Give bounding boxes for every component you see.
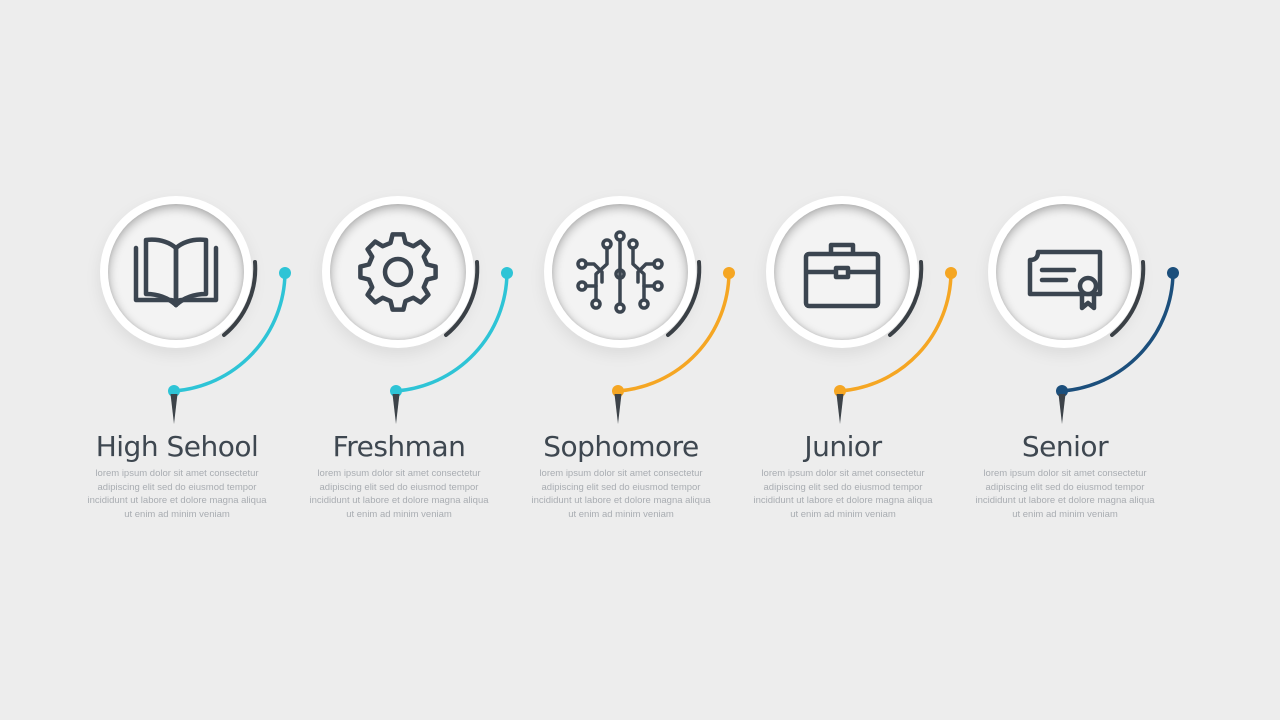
circuit-icon bbox=[576, 230, 664, 314]
dark-arc bbox=[222, 260, 258, 337]
timeline-step-senior: Senior lorem ipsum dolor sit amet consec… bbox=[975, 0, 1202, 720]
step-connector bbox=[834, 260, 957, 424]
step-description: lorem ipsum dolor sit amet consectetur a… bbox=[531, 468, 711, 520]
step-title: Junior bbox=[804, 430, 882, 463]
step-title: High Sehool bbox=[95, 430, 259, 463]
book-icon bbox=[133, 237, 219, 308]
step-description: lorem ipsum dolor sit amet consectetur a… bbox=[753, 468, 933, 520]
step-connector bbox=[168, 260, 291, 424]
icon-disc bbox=[766, 196, 918, 348]
pointer-pin bbox=[836, 394, 844, 424]
icon-disc bbox=[988, 196, 1140, 348]
accent-arc bbox=[616, 271, 731, 393]
briefcase-icon bbox=[803, 242, 881, 309]
timeline-step-freshman: Freshman lorem ipsum dolor sit amet cons… bbox=[309, 0, 536, 720]
arc-end-dot bbox=[279, 267, 291, 279]
step-connector bbox=[612, 260, 735, 424]
dark-arc bbox=[666, 260, 702, 337]
icon-disc bbox=[544, 196, 696, 348]
icon-disc bbox=[322, 196, 474, 348]
step-description: lorem ipsum dolor sit amet consectetur a… bbox=[87, 468, 267, 520]
icon-disc bbox=[100, 196, 252, 348]
step-title: Sophomore bbox=[543, 430, 699, 463]
step-description: lorem ipsum dolor sit amet consectetur a… bbox=[975, 468, 1155, 520]
pointer-pin bbox=[392, 394, 400, 424]
pointer-pin bbox=[1058, 394, 1066, 424]
accent-arc bbox=[172, 271, 287, 393]
timeline-step-junior: Junior lorem ipsum dolor sit amet consec… bbox=[753, 0, 980, 720]
dark-arc bbox=[888, 260, 924, 337]
timeline-step-high-school: High Sehool lorem ipsum dolor sit amet c… bbox=[87, 0, 314, 720]
step-title: Senior bbox=[1021, 430, 1109, 463]
step-title: Freshman bbox=[332, 430, 466, 463]
arc-end-dot bbox=[723, 267, 735, 279]
pointer-pin bbox=[614, 394, 622, 424]
timeline-step-sophomore: Sophomore lorem ipsum dolor sit amet con… bbox=[531, 0, 758, 720]
arc-end-dot bbox=[945, 267, 957, 279]
certificate-icon bbox=[1027, 249, 1103, 311]
arc-end-dot bbox=[1167, 267, 1179, 279]
accent-arc bbox=[1060, 271, 1175, 393]
pointer-pin bbox=[170, 394, 178, 424]
step-connector bbox=[1056, 260, 1179, 424]
step-connector bbox=[390, 260, 513, 424]
arc-end-dot bbox=[501, 267, 513, 279]
accent-arc bbox=[838, 271, 953, 393]
step-description: lorem ipsum dolor sit amet consectetur a… bbox=[309, 468, 489, 520]
accent-arc bbox=[394, 271, 509, 393]
dark-arc bbox=[444, 260, 480, 337]
gear-icon bbox=[358, 232, 438, 312]
dark-arc bbox=[1110, 260, 1146, 337]
